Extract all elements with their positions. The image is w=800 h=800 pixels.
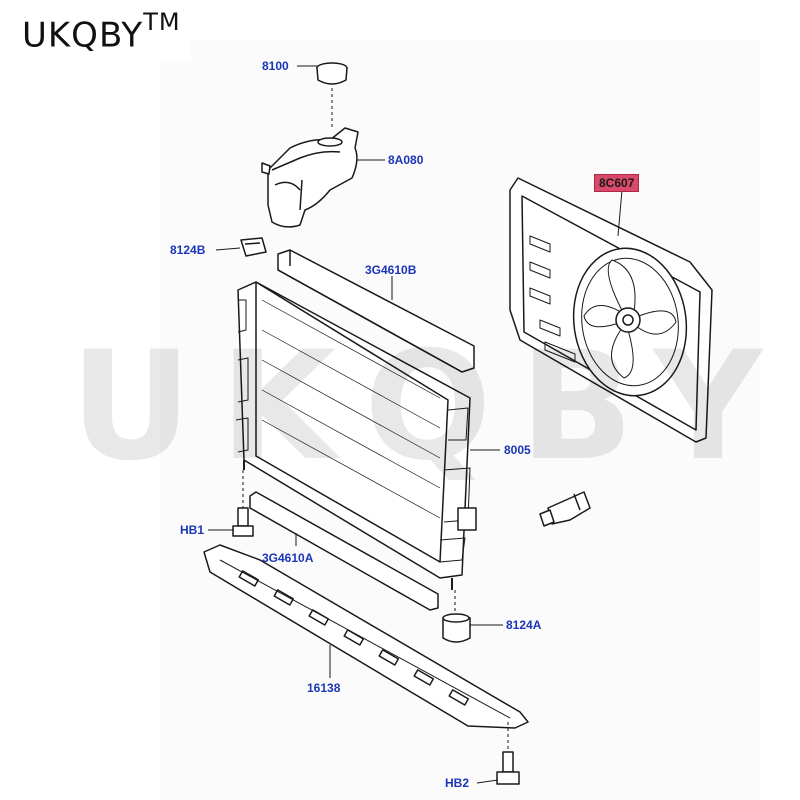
callout-3g4610b: 3G4610B — [365, 263, 417, 277]
callout-8a080: 8A080 — [388, 153, 424, 167]
callout-16138: 16138 — [307, 681, 341, 695]
callout-8100: 8100 — [262, 59, 289, 73]
radiator — [235, 281, 477, 590]
lower-mount-8124a — [442, 590, 471, 643]
callout-hb1: HB1 — [180, 523, 205, 537]
callout-8c607: 8C607 — [594, 174, 640, 192]
fan-shroud-assembly — [509, 177, 713, 443]
expansion-tank — [261, 127, 359, 228]
lower-shield — [203, 544, 529, 729]
callout-8124a: 8124A — [506, 618, 542, 632]
leader-lines — [208, 65, 623, 784]
upper-mount-8124b — [240, 237, 267, 257]
bolt-hb2 — [496, 722, 520, 785]
callout-8124b: 8124B — [170, 243, 206, 257]
bolt-hb1 — [232, 470, 254, 537]
brand-name: UKQBY — [22, 15, 144, 56]
lower-seal-strip — [249, 491, 439, 611]
callout-3g4610a: 3G4610A — [262, 551, 314, 565]
brand-tm: TM — [143, 8, 181, 36]
callout-8005: 8005 — [504, 443, 531, 457]
brand-logo: UKQBYTM — [12, 8, 191, 62]
reservoir-cap — [316, 62, 348, 130]
callout-hb2: HB2 — [445, 776, 470, 790]
temperature-sensor — [539, 491, 591, 527]
